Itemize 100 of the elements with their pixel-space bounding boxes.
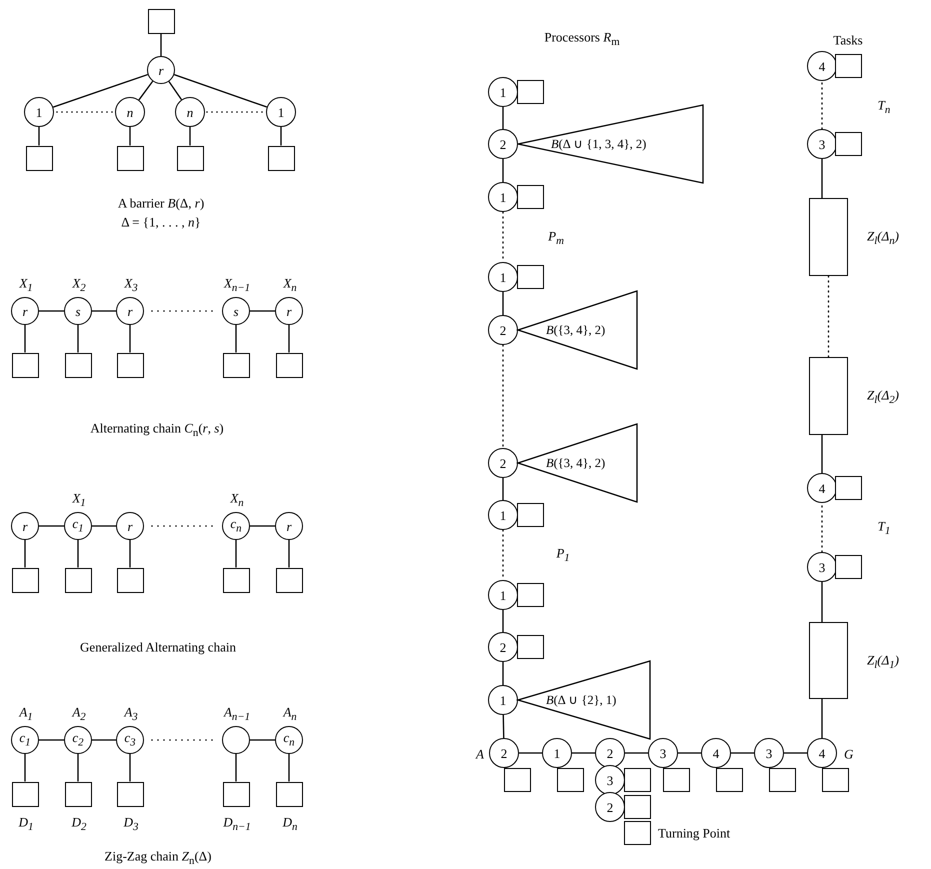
- circle-node: [488, 448, 518, 478]
- caption: A barrier B(Δ, r): [118, 196, 204, 210]
- node-label: B({3, 4}, 2): [546, 456, 606, 470]
- side-label: A: [476, 748, 484, 760]
- node-label: c$_{n}$: [230, 517, 242, 535]
- side-label: Z$_{l}$(Δ$_{2}$): [867, 388, 899, 406]
- node-label: 1: [500, 694, 506, 706]
- side-label: X$_{3}$: [124, 276, 138, 294]
- caption: Zig-Zag chain Z$_{n}$(Δ): [104, 849, 212, 867]
- square-node: [834, 54, 862, 78]
- node-label: c$_{1}$: [72, 517, 84, 535]
- circle-node: [116, 512, 144, 540]
- node-label: 1: [554, 746, 560, 760]
- square-node: [116, 568, 144, 592]
- node-label: c$_{3}$: [124, 731, 136, 749]
- connector-line: [519, 752, 542, 754]
- connector-line: [821, 159, 823, 198]
- connector-line: [39, 310, 64, 312]
- side-label: X$_{1}$: [72, 491, 86, 509]
- circle-node: [488, 129, 518, 159]
- connector-line: [731, 752, 754, 754]
- connector-line: [189, 127, 191, 146]
- connector-line: [572, 752, 595, 754]
- connector-line: [502, 714, 504, 738]
- connector-line: [129, 325, 131, 352]
- node-label: r: [22, 520, 28, 532]
- node-label: 2: [606, 746, 614, 760]
- side-label: D$_{3}$: [124, 815, 138, 833]
- side-label: Turning Point: [658, 826, 730, 840]
- connector-line: [24, 754, 26, 782]
- connector-line: [288, 754, 290, 782]
- connector-line: [235, 540, 237, 568]
- node-label: 2: [500, 456, 506, 470]
- node-label: 2: [500, 640, 506, 654]
- connector-line: [77, 754, 79, 782]
- circle-node: [595, 738, 625, 768]
- connector-line: [77, 325, 79, 352]
- square-node: [12, 352, 38, 378]
- node-label: 1: [278, 106, 284, 118]
- connector-line: [77, 540, 79, 568]
- connector-line: [52, 74, 148, 108]
- node-label: 2: [500, 324, 506, 336]
- square-node: [116, 352, 144, 378]
- connector-line: [502, 107, 504, 129]
- node-label: r: [158, 64, 164, 76]
- circle-node: [807, 129, 837, 159]
- node-label: 1: [500, 270, 506, 284]
- circle-node: [595, 792, 625, 822]
- connector-line: [39, 739, 64, 741]
- square-node: [556, 768, 584, 792]
- node-label: 3: [660, 746, 666, 760]
- node-label: r: [22, 304, 28, 318]
- connector-line: [250, 310, 275, 312]
- node-label: c$_{n}$: [283, 731, 295, 749]
- circle-node: [488, 685, 518, 715]
- square-node: [834, 555, 862, 579]
- connector-line: [129, 540, 131, 568]
- connector-line: [38, 127, 40, 146]
- node-label: n: [126, 106, 134, 118]
- circle-node: [275, 512, 303, 540]
- node-label: 4: [818, 482, 826, 494]
- node-label: r: [127, 304, 133, 318]
- segment-label: T$_{1}$: [878, 519, 890, 537]
- caption: Generalized Alternating chain: [80, 640, 236, 654]
- circle-node: [488, 632, 518, 662]
- side-label: X$_{1}$: [19, 276, 33, 294]
- node-label: 2: [500, 746, 508, 760]
- square-node: [517, 635, 544, 659]
- node-label: 1: [500, 190, 506, 204]
- circle-node: [701, 738, 731, 768]
- square-node: [834, 476, 862, 500]
- side-label: A$_{n}$: [283, 705, 297, 723]
- side-label: X$_{n}$: [230, 491, 244, 509]
- connector-line: [502, 478, 504, 500]
- connector-line: [160, 34, 162, 56]
- node-label: B({3, 4}, 2): [546, 324, 606, 336]
- side-label: X$_{n}$: [283, 276, 297, 294]
- node-label: 4: [712, 746, 720, 760]
- connector-line: [92, 739, 116, 741]
- column-heading: Tasks: [833, 34, 863, 46]
- side-label: A$_{2}$: [72, 705, 86, 723]
- node-label: r: [286, 520, 292, 532]
- node-label: 3: [818, 138, 826, 150]
- connector-line: [24, 325, 26, 352]
- connector-line: [502, 292, 504, 315]
- square-node: [517, 265, 544, 289]
- square-node: [276, 568, 302, 592]
- square-node: [822, 768, 848, 792]
- connector-line: [250, 739, 275, 741]
- column-heading: Processors R$_{m}$: [544, 30, 620, 48]
- side-label: A$_{3}$: [124, 705, 138, 723]
- circle-node: [488, 500, 518, 530]
- node-label: 1: [36, 106, 42, 118]
- square-node: [716, 768, 742, 792]
- connector-line: [502, 662, 504, 685]
- square-node: [276, 352, 302, 378]
- side-label: Z$_{l}$(Δ$_{n}$): [867, 229, 899, 247]
- connector-line: [235, 325, 237, 352]
- square-node: [768, 768, 796, 792]
- connector-line: [821, 435, 823, 473]
